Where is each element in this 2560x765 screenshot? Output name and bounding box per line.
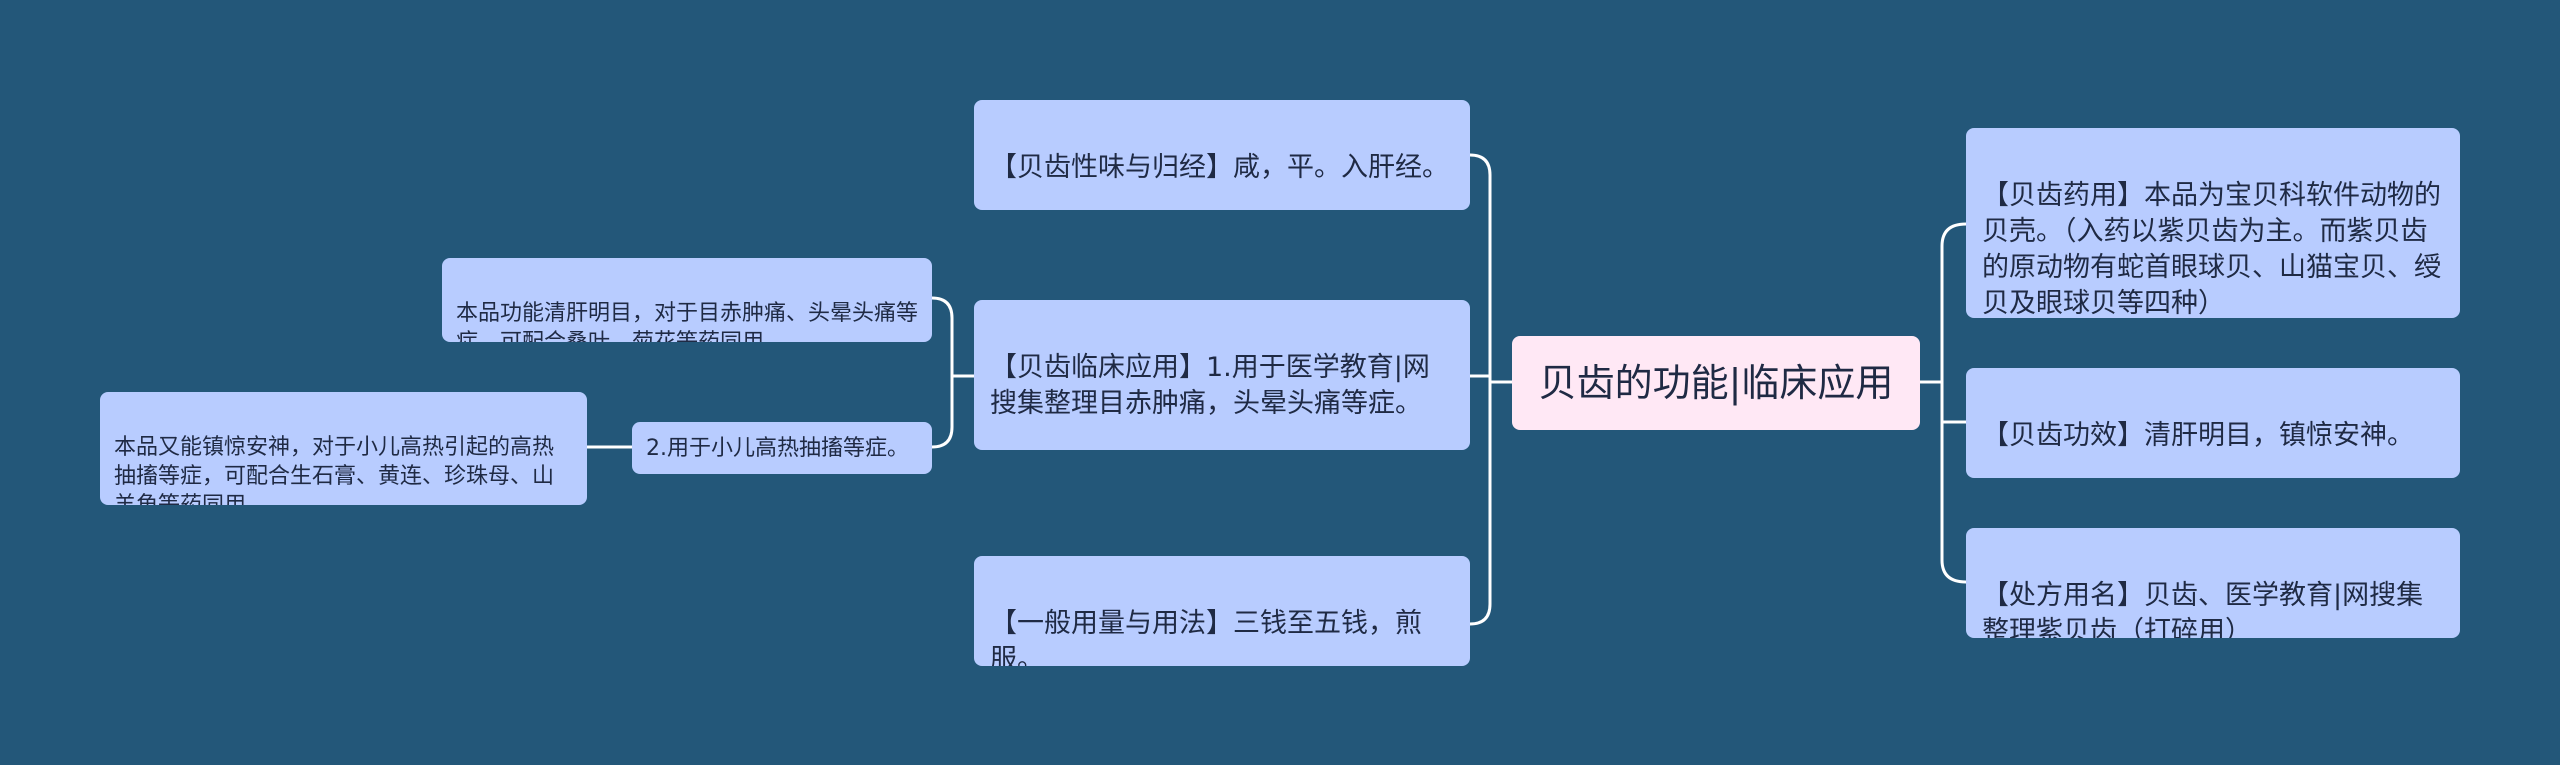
link-left-branch-xingwei xyxy=(1469,153,1492,626)
node-zhenjing[interactable]: 本品又能镇惊安神，对于小儿高热引起的高热抽搐等症，可配合生石膏、黄连、珍珠母、山… xyxy=(100,392,587,505)
node-xingwei-label: 【贝齿性味与归经】咸，平。入肝经。 xyxy=(990,152,1449,183)
node-yongliang-label: 【一般用量与用法】三钱至五钱，煎服。 xyxy=(990,608,1422,666)
node-qinggan[interactable]: 本品功能清肝明目，对于目赤肿痛、头晕头痛等症，可配合桑叶、菊花等药同用。 xyxy=(442,258,932,342)
node-linchuang[interactable]: 【贝齿临床应用】1.用于医学教育|网搜集整理目赤肿痛，头晕头痛等症。 xyxy=(974,300,1470,450)
node-yongliang[interactable]: 【一般用量与用法】三钱至五钱，煎服。 xyxy=(974,556,1470,666)
node-chouchu[interactable]: 2.用于小儿高热抽搐等症。 xyxy=(632,422,932,474)
root-node[interactable]: 贝齿的功能|临床应用 xyxy=(1512,336,1920,430)
node-xingwei[interactable]: 【贝齿性味与归经】咸，平。入肝经。 xyxy=(974,100,1470,210)
node-chufang[interactable]: 【处方用名】贝齿、医学教育|网搜集整理紫贝齿（打碎用） xyxy=(1966,528,2460,638)
node-gongxiao[interactable]: 【贝齿功效】清肝明目，镇惊安神。 xyxy=(1966,368,2460,478)
node-yaoyong-label: 【贝齿药用】本品为宝贝科软件动物的贝壳。（入药以紫贝齿为主。而紫贝齿的原动物有蛇… xyxy=(1982,180,2441,318)
node-chouchu-label: 2.用于小儿高热抽搐等症。 xyxy=(646,436,909,461)
node-yaoyong[interactable]: 【贝齿药用】本品为宝贝科软件动物的贝壳。（入药以紫贝齿为主。而紫贝齿的原动物有蛇… xyxy=(1966,128,2460,318)
node-chufang-label: 【处方用名】贝齿、医学教育|网搜集整理紫贝齿（打碎用） xyxy=(1982,580,2424,638)
node-zhenjing-label: 本品又能镇惊安神，对于小儿高热引起的高热抽搐等症，可配合生石膏、黄连、珍珠母、山… xyxy=(114,435,555,505)
node-qinggan-label: 本品功能清肝明目，对于目赤肿痛、头晕头痛等症，可配合桑叶、菊花等药同用。 xyxy=(456,301,919,342)
node-gongxiao-label: 【贝齿功效】清肝明目，镇惊安神。 xyxy=(1982,420,2414,451)
root-label: 贝齿的功能|临床应用 xyxy=(1538,361,1894,405)
node-linchuang-label: 【贝齿临床应用】1.用于医学教育|网搜集整理目赤肿痛，头晕头痛等症。 xyxy=(990,352,1430,419)
link-right-branch xyxy=(1940,222,1967,584)
link-linchuang-children xyxy=(931,296,954,449)
